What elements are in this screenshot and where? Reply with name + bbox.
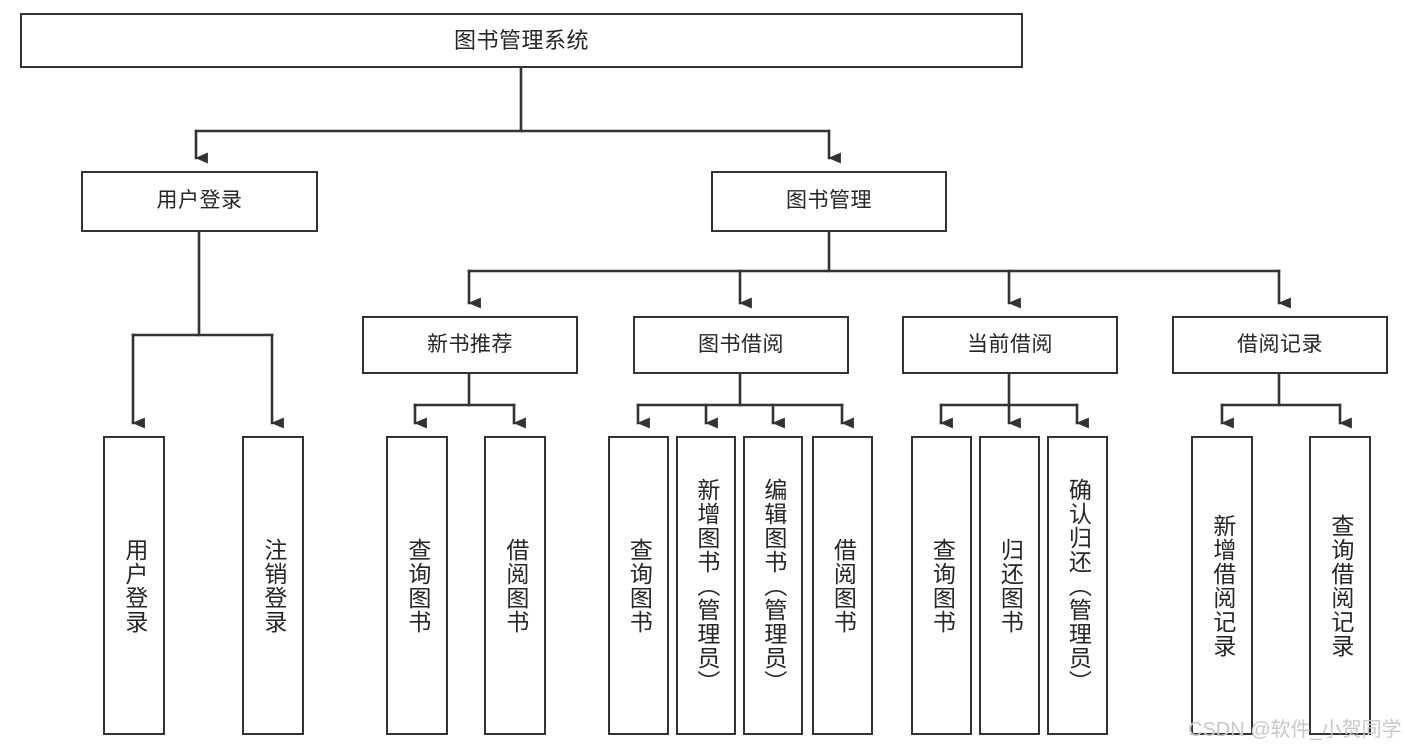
node-book-borrow[interactable]: 图书借阅 (633, 316, 849, 374)
node-current-borrow[interactable]: 当前借阅 (902, 316, 1118, 374)
node-leaf-query-book-1[interactable]: 查询图书 (386, 436, 448, 735)
node-label: 新增图书（管理员） (693, 477, 720, 694)
node-leaf-edit-book[interactable]: 编辑图书（管理员） (743, 436, 803, 735)
node-label: 图书借阅 (698, 332, 784, 356)
node-label: 查询图书 (929, 537, 956, 634)
node-label: 用户登录 (156, 189, 243, 213)
node-label: 查询借阅记录 (1327, 513, 1354, 658)
node-leaf-add-record[interactable]: 新增借阅记录 (1191, 436, 1253, 735)
node-leaf-borrow-book-2[interactable]: 借阅图书 (812, 436, 873, 735)
node-label: 当前借阅 (967, 332, 1053, 356)
node-label: 图书管理 (786, 189, 872, 213)
node-label: 新增借阅记录 (1209, 513, 1236, 658)
node-user-login[interactable]: 用户登录 (81, 171, 318, 232)
node-label: 新书推荐 (427, 332, 513, 356)
node-label: 确认归还（管理员） (1065, 477, 1092, 694)
node-leaf-add-book[interactable]: 新增图书（管理员） (676, 436, 736, 735)
node-leaf-query-record[interactable]: 查询借阅记录 (1309, 436, 1371, 735)
node-label: 用户登录 (121, 537, 148, 634)
node-label: 借阅图书 (830, 537, 857, 634)
node-leaf-query-book-3[interactable]: 查询图书 (911, 436, 972, 735)
node-root-book-management-system[interactable]: 图书管理系统 (20, 13, 1023, 68)
node-label: 借阅记录 (1237, 332, 1323, 356)
watermark-text: CSDN @软件_小贺同学 (1188, 719, 1402, 741)
node-leaf-confirm-return[interactable]: 确认归还（管理员） (1047, 436, 1108, 735)
node-label: 借阅图书 (502, 537, 529, 634)
node-leaf-return-book[interactable]: 归还图书 (979, 436, 1040, 735)
node-leaf-logout[interactable]: 注销登录 (242, 436, 304, 735)
node-leaf-user-login[interactable]: 用户登录 (103, 436, 165, 735)
node-leaf-borrow-book-1[interactable]: 借阅图书 (484, 436, 546, 735)
node-label: 注销登录 (260, 537, 287, 634)
node-new-book-recommend[interactable]: 新书推荐 (362, 316, 578, 374)
node-label: 编辑图书（管理员） (760, 477, 787, 694)
node-leaf-query-book-2[interactable]: 查询图书 (608, 436, 669, 735)
node-book-manage[interactable]: 图书管理 (711, 171, 947, 232)
node-label: 归还图书 (997, 537, 1024, 634)
node-borrow-record[interactable]: 借阅记录 (1172, 316, 1388, 374)
node-label: 查询图书 (404, 537, 431, 634)
node-label: 查询图书 (626, 537, 653, 634)
node-label: 图书管理系统 (453, 27, 589, 53)
